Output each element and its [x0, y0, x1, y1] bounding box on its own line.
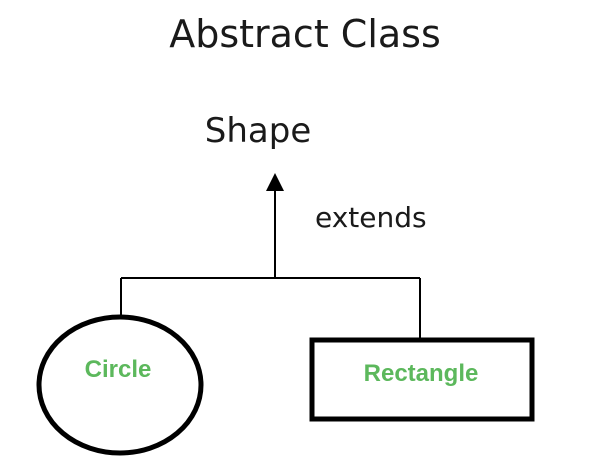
rectangle-outline: [309, 337, 535, 422]
child-class-label-circle: Circle: [85, 356, 152, 383]
relation-label: extends: [315, 201, 427, 234]
child-class-rectangle: Rectangle: [309, 337, 535, 422]
connector-lines: [120, 277, 421, 340]
diagram-title: Abstract Class: [169, 12, 441, 56]
arrowhead-icon: [266, 173, 284, 191]
parent-class-label: Shape: [205, 111, 311, 151]
circle-outline: [36, 314, 204, 456]
child-class-circle: Circle: [36, 314, 204, 456]
inheritance-arrow: [266, 173, 284, 278]
child-class-label-rectangle: Rectangle: [364, 360, 479, 387]
